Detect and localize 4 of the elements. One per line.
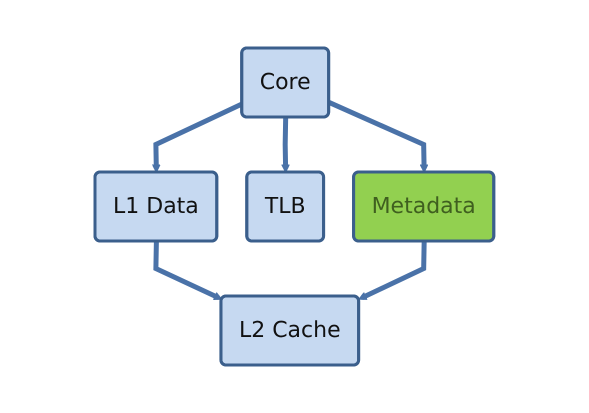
arrow	[281, 117, 290, 173]
arrow	[328, 100, 429, 173]
arrow	[358, 241, 427, 300]
arrow	[153, 241, 222, 300]
